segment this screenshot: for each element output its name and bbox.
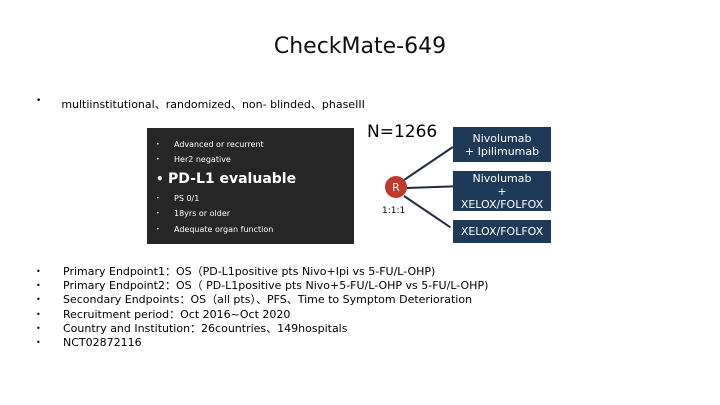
criterion-item: • Adequate organ function <box>156 225 273 234</box>
intro-line: • multiinstitutional、randomized、non- bli… <box>36 96 365 112</box>
randomization-ratio: 1:1:1 <box>382 206 406 216</box>
bullet-icon: • <box>36 309 41 319</box>
list-item: • Secondary Endpoints：OS（all pts）、PFS、Ti… <box>36 293 488 307</box>
bullet-icon: • <box>156 141 160 148</box>
bullet-icon: • <box>36 295 41 305</box>
criterion-item: • 18yrs or older <box>156 209 230 218</box>
criterion-item-highlight: • PD-L1 evaluable <box>156 171 296 187</box>
arm-chemo: XELOX/FOLFOX <box>453 220 551 243</box>
arm-nivolumab-ipilimumab: Nivolumab + Ipilimumab <box>453 127 551 162</box>
criterion-item: • Advanced or recurrent <box>156 140 264 149</box>
list-item: • NCT02872116 <box>36 336 488 350</box>
bullet-icon: • <box>36 323 41 333</box>
arm-line: Nivolumab <box>472 171 532 185</box>
arrow-to-arm-3 <box>403 195 451 229</box>
bullet-icon: • <box>156 210 160 217</box>
bullet-icon: • <box>156 195 160 202</box>
randomization-node: R <box>385 176 407 198</box>
bullet-icon: • <box>156 226 160 233</box>
eligibility-criteria-box: • Advanced or recurrent • Her2 negative … <box>147 128 354 244</box>
arm-line: XELOX/FOLFOX <box>460 197 544 211</box>
list-item-text: Recruitment period：Oct 2016~Oct 2020 <box>63 307 291 321</box>
list-item-text: Primary Endpoint2：OS（ PD-L1positive pts … <box>63 279 489 293</box>
arm-line: + <box>497 184 507 198</box>
criterion-text: 18yrs or older <box>174 209 231 218</box>
list-item: • Country and Institution：26countries、14… <box>36 322 488 336</box>
criterion-text: PD-L1 evaluable <box>168 171 297 187</box>
list-item: • Recruitment period：Oct 2016~Oct 2020 <box>36 308 488 322</box>
intro-text: multiinstitutional、randomized、non- blind… <box>61 98 365 111</box>
arm-line: Nivolumab <box>472 131 532 145</box>
criterion-text: Her2 negative <box>174 155 231 164</box>
enrollment-count: N=1266 <box>367 122 438 142</box>
list-item-text: Country and Institution：26countries、149h… <box>63 321 348 335</box>
list-item: • Primary Endpoint1：OS（PD-L1positive pts… <box>36 265 488 279</box>
study-details-list: • Primary Endpoint1：OS（PD-L1positive pts… <box>36 265 488 350</box>
criterion-item: • Her2 negative <box>156 155 231 164</box>
bullet-icon: • <box>36 338 41 348</box>
bullet-icon: • <box>36 96 42 106</box>
arrow-to-arm-2 <box>406 185 454 189</box>
criterion-text: Adequate organ function <box>174 225 274 234</box>
criterion-text: PS 0/1 <box>174 194 200 203</box>
criterion-text: Advanced or recurrent <box>174 140 264 149</box>
bullet-icon: • <box>36 281 41 291</box>
list-item-text: Primary Endpoint1：OS（PD-L1positive pts N… <box>63 265 436 278</box>
list-item: • Primary Endpoint2：OS（ PD-L1positive pt… <box>36 279 488 293</box>
list-item-text: NCT02872116 <box>63 336 142 350</box>
criterion-item: • PS 0/1 <box>156 194 199 203</box>
bullet-icon: • <box>156 156 160 163</box>
slide-title: CheckMate-649 <box>273 34 447 59</box>
arm-line: XELOX/FOLFOX <box>460 225 544 238</box>
list-item-text: Secondary Endpoints：OS（all pts）、PFS、Time… <box>63 293 473 307</box>
arm-line: + Ipilimumab <box>464 144 540 158</box>
bullet-icon: • <box>36 267 41 276</box>
bullet-icon: • <box>156 172 164 186</box>
arm-nivolumab-chemo: Nivolumab + XELOX/FOLFOX <box>453 171 551 211</box>
arrow-to-arm-1 <box>403 146 454 181</box>
